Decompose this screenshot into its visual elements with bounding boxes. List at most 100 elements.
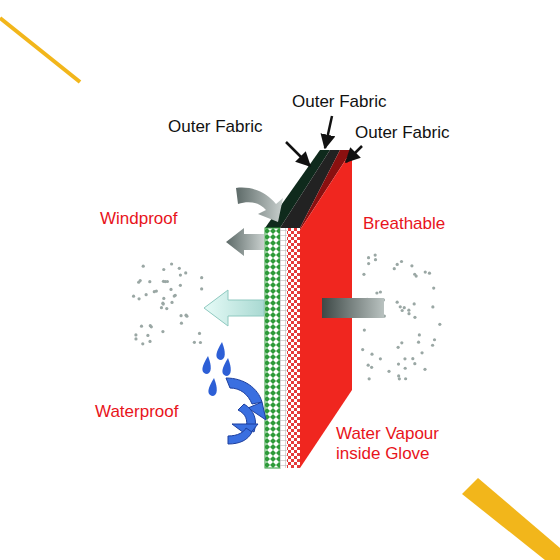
vapour-dot <box>413 316 416 319</box>
vapour-dot <box>407 309 410 312</box>
vapour-dot <box>404 367 407 370</box>
vapour-dot <box>420 351 423 354</box>
vapour-dot <box>415 274 418 277</box>
vapour-dot <box>397 346 400 349</box>
vapour-dot <box>407 312 410 315</box>
vapour-dot <box>393 267 396 270</box>
vapour-dot <box>179 274 182 277</box>
vapour-dot <box>367 364 370 367</box>
vapour-dot <box>170 301 173 304</box>
vapour-dot <box>367 262 370 265</box>
vapour-dot <box>375 291 378 294</box>
vapour-arrow <box>322 298 384 318</box>
vapour-dot <box>142 265 145 268</box>
vapour-dot <box>438 323 441 326</box>
vapour-dot <box>413 362 416 365</box>
part-label: Outer Fabric <box>168 117 262 137</box>
vapour-dot <box>139 279 142 282</box>
vapour-dot <box>410 264 413 267</box>
vapour-dot <box>361 348 364 351</box>
vapour-dot <box>161 330 164 333</box>
vapour-dot <box>170 262 173 265</box>
part-label: Outer Fabric <box>292 92 386 112</box>
vapour-dot <box>174 294 177 297</box>
vapour-dot <box>413 302 416 305</box>
vapour-dot <box>134 333 137 336</box>
vapour-dot <box>184 314 187 317</box>
vapour-dot <box>404 377 407 380</box>
bounce-arrow <box>226 378 266 444</box>
vapour-dot <box>179 284 182 287</box>
part-label: Outer Fabric <box>355 123 449 143</box>
vapour-dot <box>165 307 168 310</box>
vapour-dot <box>379 290 382 293</box>
liner-layer <box>280 228 287 468</box>
vapour-dot <box>370 353 373 356</box>
vapour-dot <box>418 333 421 336</box>
vapour-dot <box>134 337 137 340</box>
vapour-dot <box>148 340 151 343</box>
leader-arrow <box>286 142 310 166</box>
vapour-dot <box>140 325 143 328</box>
vapour-dot <box>367 256 370 259</box>
vapour-dot <box>397 362 400 365</box>
vapour-dot <box>162 297 165 300</box>
vapour-dot <box>370 366 373 369</box>
property-label: Breathable <box>363 214 445 234</box>
vapour-dot <box>362 273 365 276</box>
vapour-dot <box>363 328 366 331</box>
vapour-dot <box>431 305 434 308</box>
corner-stroke <box>0 18 80 82</box>
vapour-dot <box>433 338 436 341</box>
vapour-dot <box>400 341 403 344</box>
vapour-dot <box>145 293 148 296</box>
property-label: Windproof <box>100 209 177 229</box>
vapour-dot <box>184 271 187 274</box>
membrane-layer <box>265 228 280 468</box>
vapour-dot <box>169 288 172 291</box>
vapour-dot <box>148 280 151 283</box>
vapour-dot <box>399 305 402 308</box>
vapour-dot <box>368 377 371 380</box>
vapour-dots <box>132 262 203 345</box>
vapour-dot <box>424 270 427 273</box>
vapour-dot <box>200 276 203 279</box>
vapour-dot <box>374 254 377 257</box>
leader-arrow <box>346 146 362 162</box>
vapour-dot <box>398 377 401 380</box>
vapour-dot <box>431 344 434 347</box>
vapour-dot <box>149 324 152 327</box>
vapour-dot <box>146 334 149 337</box>
vapour-dot <box>432 286 435 289</box>
water-drops <box>202 342 230 396</box>
vapour-dot <box>162 268 165 271</box>
inner-layer <box>287 228 300 468</box>
wind-arrow <box>236 188 283 222</box>
vapour-dot <box>403 306 406 309</box>
vapour-dot <box>164 280 167 283</box>
vapour-dot <box>141 342 144 345</box>
vapour-dot <box>153 290 156 293</box>
vapour-dot <box>160 306 163 309</box>
vapour-dot <box>161 302 164 305</box>
vapour-dot <box>423 368 426 371</box>
vapour-dot <box>396 301 399 304</box>
vapour-dot <box>180 322 183 325</box>
vapour-dot <box>374 258 377 261</box>
vapour-dot <box>198 332 201 335</box>
vapour-dot <box>387 370 390 373</box>
vapour-dot <box>162 302 165 305</box>
vapour-dot <box>417 341 420 344</box>
vapour-dot <box>179 314 182 317</box>
vapour-dot <box>178 267 181 270</box>
vapour-dot <box>400 260 403 263</box>
vapour-dot <box>132 295 135 298</box>
vapour-dot <box>193 341 196 344</box>
leader-arrow <box>325 116 332 148</box>
wind-arrow <box>226 228 264 256</box>
vapour-dot <box>137 297 140 300</box>
vapour-dot <box>379 357 382 360</box>
vapour-dot <box>428 272 431 275</box>
vapour-dot <box>403 357 406 360</box>
